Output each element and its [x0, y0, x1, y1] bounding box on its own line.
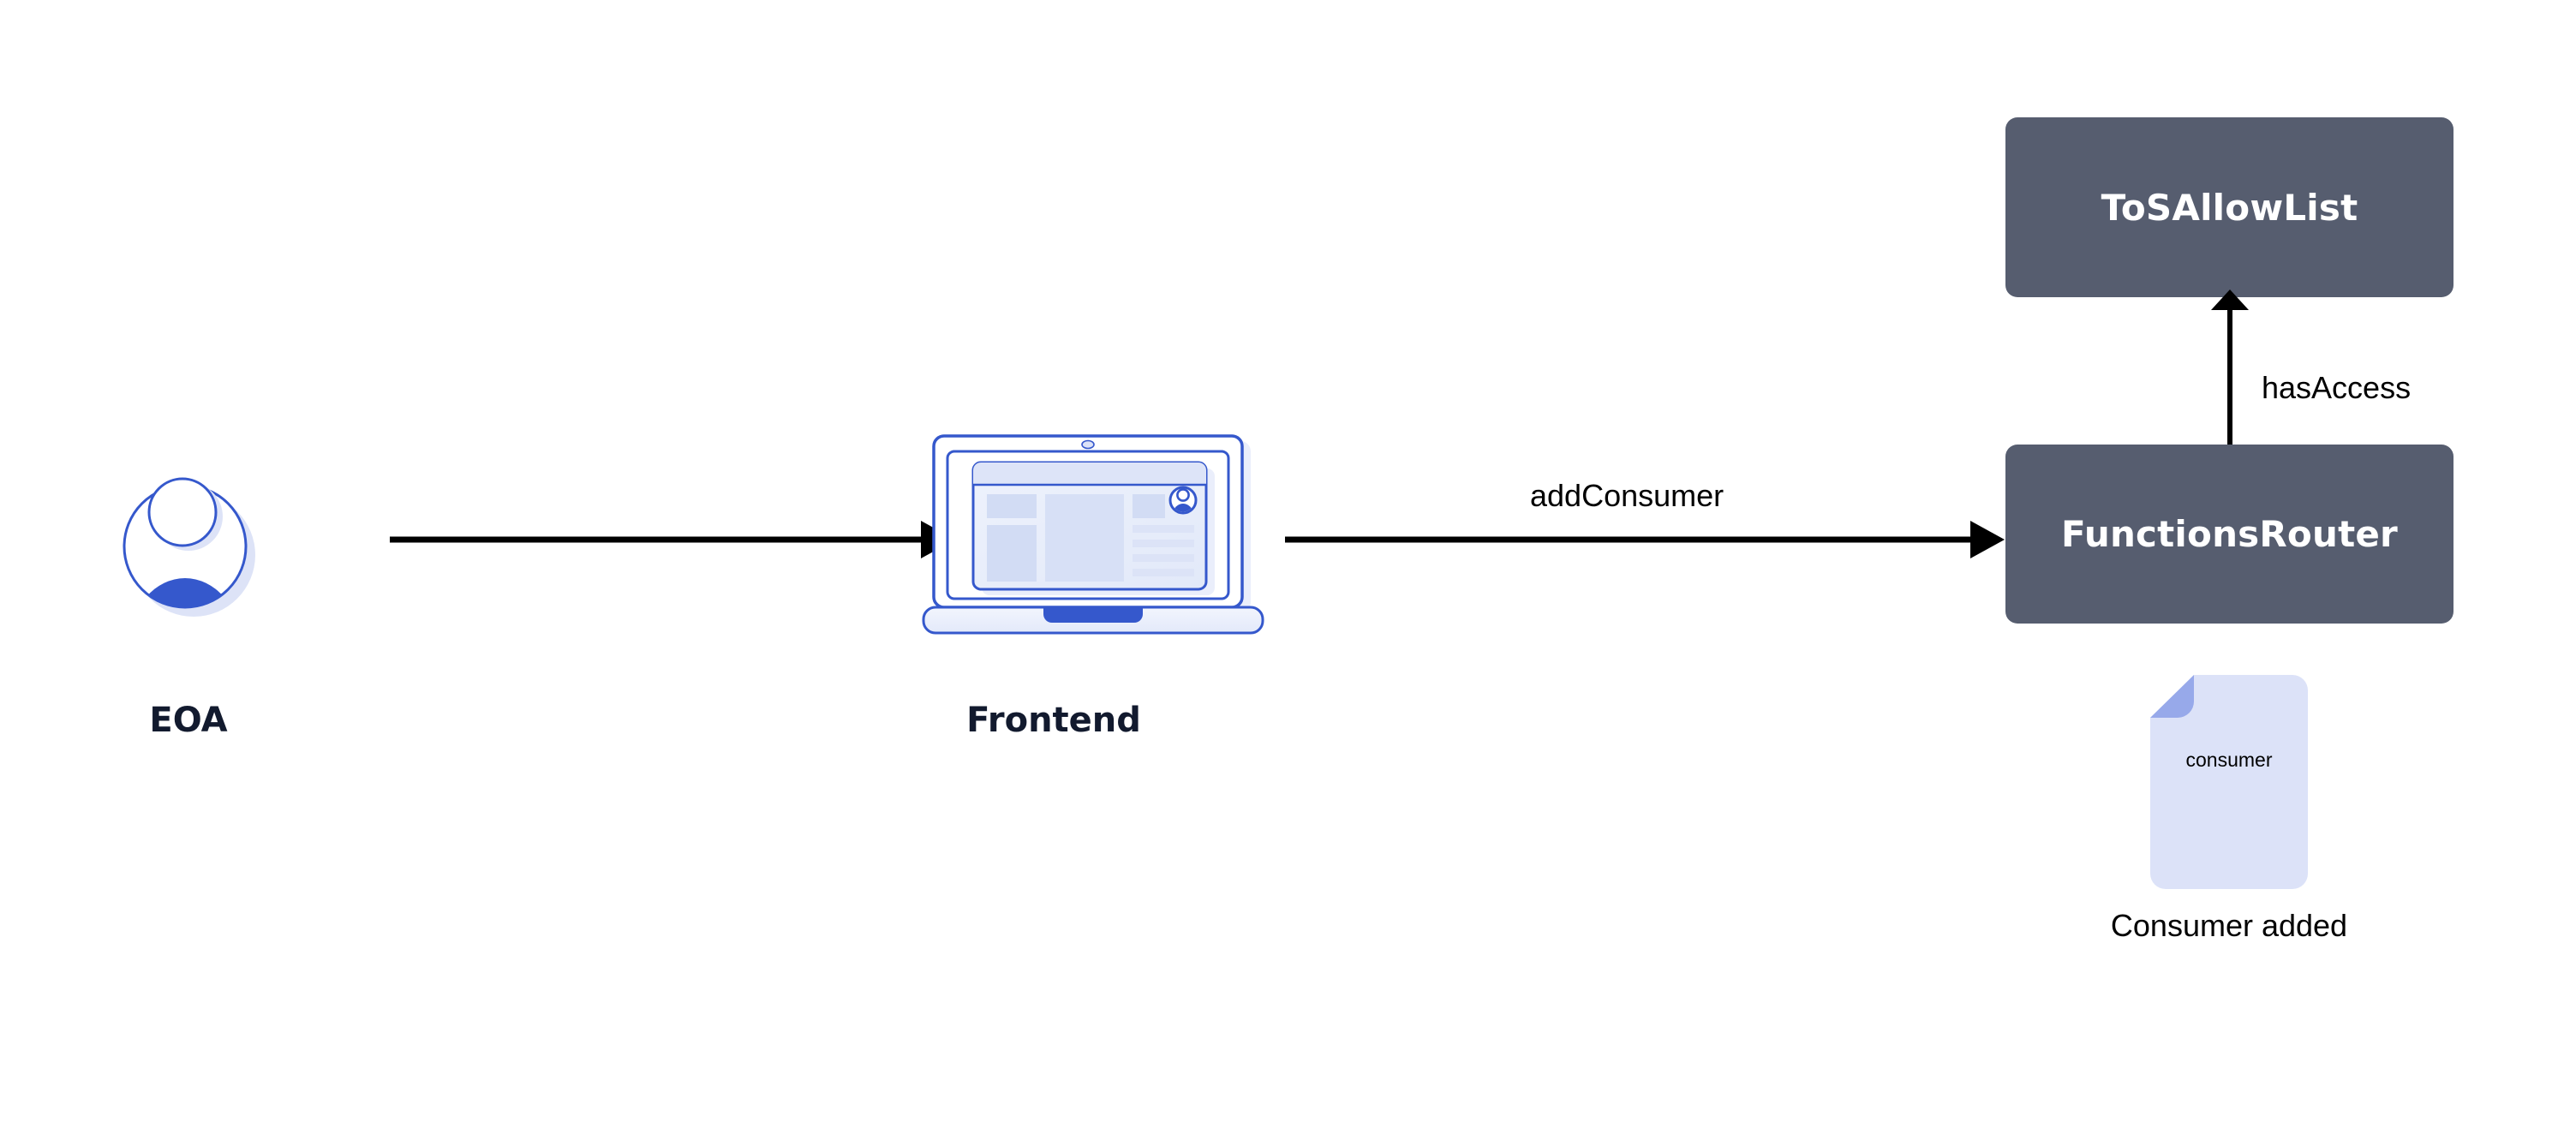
- consumer-document-label: consumer: [2185, 749, 2273, 771]
- node-functions-router[interactable]: FunctionsRouter: [2005, 445, 2453, 624]
- consumer-document-node[interactable]: consumer: [2147, 675, 2311, 889]
- laptop-icon: [922, 434, 1264, 635]
- eoa-label: EOA: [149, 701, 228, 740]
- screen-avatar-icon: [1168, 486, 1198, 515]
- frontend-label: Frontend: [966, 701, 1141, 740]
- node-tos-allow-list[interactable]: ToSAllowList: [2005, 117, 2453, 297]
- functions-router-label: FunctionsRouter: [2061, 513, 2398, 555]
- edge-eoa-to-frontend: [390, 514, 955, 565]
- consumer-added-caption: Consumer added: [2110, 908, 2348, 943]
- edge-router-to-allowlist: [2202, 289, 2270, 450]
- eoa-node[interactable]: [120, 433, 257, 689]
- edge-label-addconsumer: addConsumer: [1530, 478, 1724, 513]
- edge-label-hasaccess: hasAccess: [2262, 370, 2412, 405]
- tos-allow-list-label: ToSAllowList: [2101, 186, 2358, 229]
- edge-frontend-to-router: [1285, 514, 2005, 565]
- user-avatar-icon: [123, 477, 255, 617]
- frontend-node[interactable]: [922, 433, 1292, 672]
- document-icon: [2150, 675, 2308, 889]
